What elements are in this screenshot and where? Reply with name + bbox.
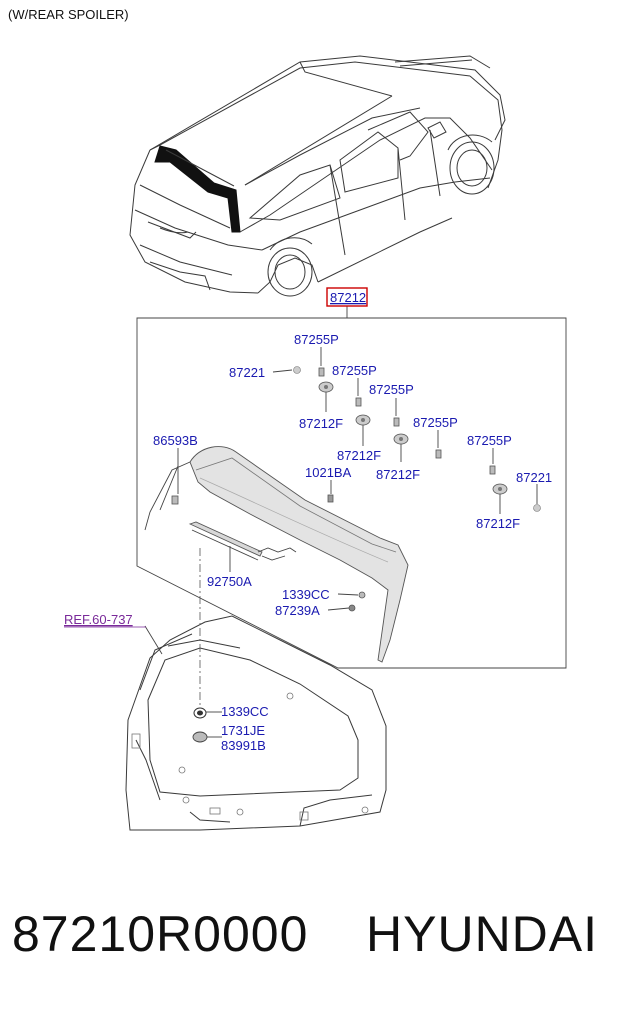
cap-87221-1 (293, 366, 301, 374)
spoiler-part (144, 446, 409, 663)
label-87212f-3[interactable]: 87212F (376, 467, 420, 482)
bolt-87255p-1 (318, 367, 325, 377)
label-1731je[interactable]: 1731JE (221, 723, 265, 738)
label-92750a[interactable]: 92750A (207, 574, 252, 589)
bolt-87255p-4 (435, 449, 442, 459)
parts-diagram: (W/REAR SPOILER) (8, 7, 567, 831)
label-87221-2[interactable]: 87221 (516, 470, 552, 485)
label-87255p-3[interactable]: 87255P (369, 382, 414, 397)
assembly-label[interactable]: 87212 (330, 290, 366, 305)
label-87212f-4[interactable]: 87212F (476, 516, 520, 531)
label-87255p-4[interactable]: 87255P (413, 415, 458, 430)
label-87212f-1[interactable]: 87212F (299, 416, 343, 431)
label-87255p-2[interactable]: 87255P (332, 363, 377, 378)
label-87255p-1[interactable]: 87255P (294, 332, 339, 347)
label-87212f-2[interactable]: 87212F (337, 448, 381, 463)
label-87239a[interactable]: 87239A (275, 603, 320, 618)
ref-link[interactable]: REF.60-737 (64, 612, 133, 627)
bolt-87255p-3 (393, 417, 400, 427)
label-87221-1[interactable]: 87221 (229, 365, 265, 380)
footer: 87210R0000 HYUNDAI (0, 905, 620, 975)
hardware-parts (171, 366, 541, 612)
label-1339cc-1[interactable]: 1339CC (282, 587, 330, 602)
brand-name: HYUNDAI (366, 906, 599, 962)
label-87255p-5[interactable]: 87255P (467, 433, 512, 448)
assembly-frame (136, 317, 567, 669)
part-number: 87210R0000 (12, 906, 309, 962)
label-1339cc-2[interactable]: 1339CC (221, 704, 269, 719)
label-1021ba[interactable]: 1021BA (305, 465, 352, 480)
label-86593b[interactable]: 86593B (153, 433, 198, 448)
label-83991b[interactable]: 83991B (221, 738, 266, 753)
assembly-highlight-box (326, 287, 368, 307)
cap-87221-2 (533, 504, 541, 512)
bolt-87255p-2 (355, 397, 362, 407)
variant-header: (W/REAR SPOILER) (8, 7, 129, 22)
vehicle-illustration (129, 55, 506, 297)
bolt-87255p-5 (489, 465, 496, 475)
